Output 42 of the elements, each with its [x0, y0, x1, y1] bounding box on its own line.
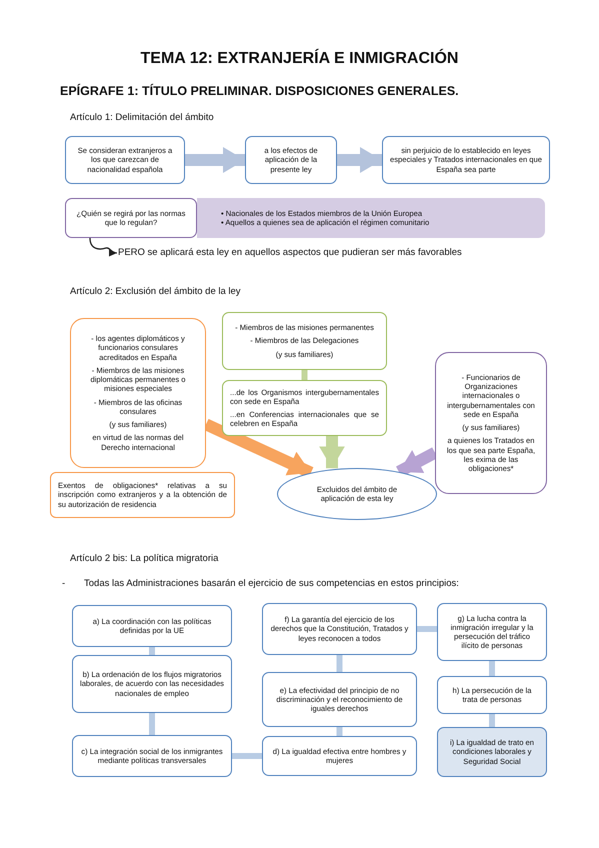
connector-line	[489, 714, 495, 727]
arrow	[203, 418, 314, 478]
note-text: PERO se aplicará esta ley en aquellos aspectos que pudieran ser más favorables	[118, 247, 462, 259]
connector-line	[489, 661, 495, 676]
process-box	[262, 672, 417, 727]
process-box	[262, 603, 417, 655]
article-heading: Artículo 2: Exclusión del ámbito de la ley	[70, 286, 241, 297]
arrow	[185, 147, 245, 173]
process-box	[262, 736, 417, 776]
page-title: TEMA 12: EXTRANJERÍA E INMIGRACIÓN	[140, 50, 460, 68]
arrow	[89, 238, 118, 256]
list-marker: -	[62, 578, 66, 589]
process-box	[437, 676, 547, 714]
note-box	[50, 472, 235, 518]
connector-line	[336, 655, 342, 672]
connector-line	[336, 727, 342, 736]
arrow	[319, 436, 345, 468]
process-box	[65, 136, 185, 184]
connector-line	[302, 370, 308, 380]
connector-line	[232, 753, 262, 759]
exclusion-box	[435, 352, 547, 494]
result-ellipse	[277, 468, 437, 520]
process-box	[72, 605, 232, 647]
list-panel	[197, 198, 545, 238]
process-box	[72, 655, 232, 713]
process-box	[437, 727, 547, 777]
connector-line	[149, 713, 155, 735]
article-heading: Artículo 1: Delimitación del ámbito	[70, 112, 214, 123]
intro-text: Todas las Administraciones basarán el ejercicio de sus competencias en estos principios:	[84, 578, 459, 589]
exclusion-box	[222, 312, 387, 370]
exclusion-box	[222, 380, 387, 436]
process-box	[72, 735, 232, 777]
exclusion-box	[70, 318, 206, 468]
process-box	[382, 136, 550, 184]
process-box	[437, 603, 547, 661]
connector-line	[417, 626, 437, 632]
process-box	[245, 136, 337, 184]
article-heading: Artículo 2 bis: La política migratoria	[70, 553, 218, 564]
arrow	[337, 147, 382, 173]
question-box	[65, 198, 197, 238]
section-heading: EPÍGRAFE 1: TÍTULO PRELIMINAR. DISPOSICIONES GENERALES.	[60, 84, 459, 98]
connector-line	[149, 647, 155, 655]
